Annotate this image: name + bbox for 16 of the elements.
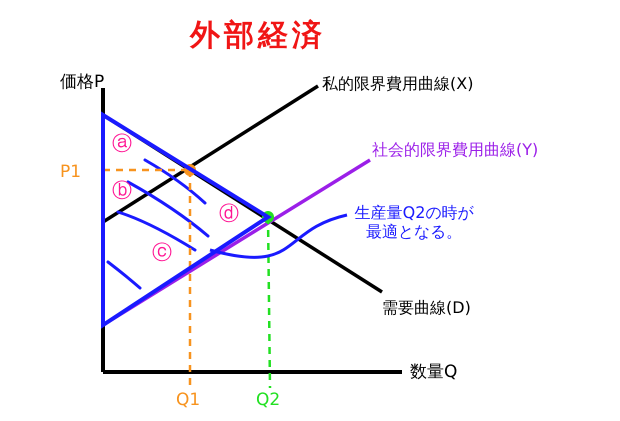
region-label: ⓑ [112, 178, 132, 202]
curve-label: 社会的限界費用曲線(Y) [372, 140, 538, 160]
curve-label: 私的限界費用曲線(X) [322, 74, 474, 94]
diagram-title: 外部経済 [190, 18, 326, 54]
tick-label: Q2 [256, 390, 280, 410]
region-label: ⓐ [112, 131, 132, 155]
annotation-note: 生産量Q2の時が最適となる。 [350, 203, 478, 242]
region-label: ⓓ [219, 201, 239, 225]
tick-label: Q1 [176, 390, 200, 410]
curve-label: 需要曲線(D) [382, 298, 471, 318]
axis-label: 価格P [60, 72, 104, 92]
region-label: ⓒ [152, 240, 172, 264]
shaded-triangle [101, 111, 272, 329]
axis-label: 数量Q [410, 362, 458, 382]
tick-label: P1 [60, 162, 82, 182]
leader-line [210, 214, 348, 259]
